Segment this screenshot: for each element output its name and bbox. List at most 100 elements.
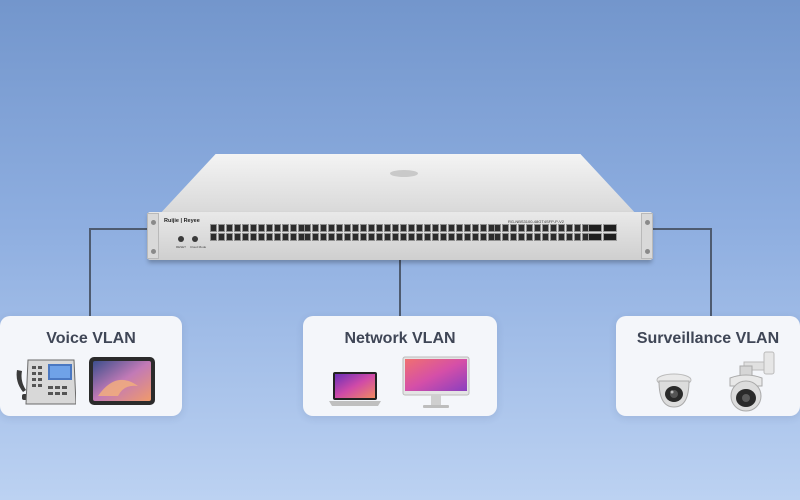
ethernet-port <box>558 233 565 241</box>
ethernet-port <box>550 224 557 232</box>
ethernet-port <box>384 224 391 232</box>
ip-phone-icon <box>16 359 76 405</box>
rack-ear-left <box>147 213 159 259</box>
ethernet-port <box>344 233 351 241</box>
tablet-icon <box>89 357 155 405</box>
ethernet-port <box>400 224 407 232</box>
ethernet-port <box>282 233 289 241</box>
ethernet-port <box>290 224 297 232</box>
ethernet-port <box>304 224 311 232</box>
ethernet-port <box>376 233 383 241</box>
reset-button <box>178 236 184 242</box>
switch-model: RG-NBS3100-48GT4SFP-P-V2 <box>508 219 565 224</box>
ethernet-port <box>320 224 327 232</box>
cloud-mode-button <box>192 236 198 242</box>
ethernet-port <box>320 233 327 241</box>
ethernet-port <box>312 224 319 232</box>
port-group-3 <box>400 224 495 241</box>
network-vlan-card: Network VLAN <box>303 316 497 416</box>
ethernet-port <box>266 224 273 232</box>
network-vlan-title: Network VLAN <box>344 330 456 347</box>
port-group-2 <box>304 224 399 241</box>
ethernet-port <box>258 224 265 232</box>
ethernet-port <box>424 224 431 232</box>
ethernet-port <box>574 224 581 232</box>
connector-surveillance <box>710 228 712 316</box>
ethernet-port <box>226 224 233 232</box>
ethernet-port <box>448 233 455 241</box>
ethernet-port <box>210 224 217 232</box>
sfp-port-group <box>588 224 617 241</box>
sfp-port <box>603 224 617 232</box>
ethernet-port <box>226 233 233 241</box>
ethernet-port <box>290 233 297 241</box>
ethernet-port <box>234 233 241 241</box>
voice-vlan-card: Voice VLAN <box>0 316 182 416</box>
connector-network <box>399 258 401 316</box>
ethernet-port <box>274 233 281 241</box>
ethernet-port <box>534 224 541 232</box>
ethernet-port <box>258 233 265 241</box>
connector-voice-h <box>89 228 149 230</box>
ethernet-port <box>566 224 573 232</box>
ethernet-port <box>534 233 541 241</box>
voice-vlan-title: Voice VLAN <box>46 330 136 347</box>
ethernet-port <box>304 233 311 241</box>
switch-brand: Ruijie | Reyee <box>164 218 200 224</box>
switch-top-cover <box>158 154 638 216</box>
ethernet-port <box>542 233 549 241</box>
ethernet-port <box>494 233 501 241</box>
dome-camera-icon <box>656 373 692 408</box>
ethernet-port <box>392 233 399 241</box>
ethernet-port <box>274 224 281 232</box>
ethernet-port <box>368 233 375 241</box>
ethernet-port <box>328 224 335 232</box>
ethernet-port <box>344 224 351 232</box>
ethernet-port <box>502 224 509 232</box>
ethernet-port <box>400 233 407 241</box>
ethernet-port <box>352 224 359 232</box>
ethernet-port <box>472 233 479 241</box>
ethernet-port <box>448 224 455 232</box>
switch-top-bump <box>390 170 418 177</box>
ethernet-port <box>242 224 249 232</box>
ethernet-port <box>456 224 463 232</box>
sfp-port <box>588 233 602 241</box>
ethernet-port <box>242 233 249 241</box>
ethernet-port <box>526 233 533 241</box>
ethernet-port <box>502 233 509 241</box>
connector-surveillance-h <box>652 228 712 230</box>
surveillance-vlan-title: Surveillance VLAN <box>636 330 780 347</box>
ethernet-port <box>542 224 549 232</box>
ethernet-port <box>480 233 487 241</box>
sfp-port <box>588 224 602 232</box>
laptop-icon <box>329 372 381 406</box>
reset-label: RESET <box>176 245 187 249</box>
ethernet-port <box>266 233 273 241</box>
ethernet-port <box>432 233 439 241</box>
ethernet-port <box>472 224 479 232</box>
ethernet-port <box>574 233 581 241</box>
ethernet-port <box>352 233 359 241</box>
ethernet-port <box>336 233 343 241</box>
ethernet-port <box>368 224 375 232</box>
ethernet-port <box>480 224 487 232</box>
ethernet-port <box>250 233 257 241</box>
rack-ear-right <box>641 213 653 259</box>
ethernet-port <box>360 224 367 232</box>
ethernet-port <box>440 224 447 232</box>
ethernet-port <box>336 224 343 232</box>
ethernet-port <box>424 233 431 241</box>
switch-front-panel: Ruijie | Reyee RG-NBS3100-48GT4SFP-P-V2 … <box>147 212 653 260</box>
port-group-4 <box>494 224 589 241</box>
surveillance-vlan-card: Surveillance VLAN <box>616 316 800 416</box>
connector-voice <box>89 228 91 316</box>
ethernet-port <box>360 233 367 241</box>
ethernet-port <box>494 224 501 232</box>
ethernet-port <box>408 224 415 232</box>
ethernet-port <box>518 233 525 241</box>
ethernet-port <box>392 224 399 232</box>
ethernet-port <box>234 224 241 232</box>
ethernet-port <box>210 233 217 241</box>
